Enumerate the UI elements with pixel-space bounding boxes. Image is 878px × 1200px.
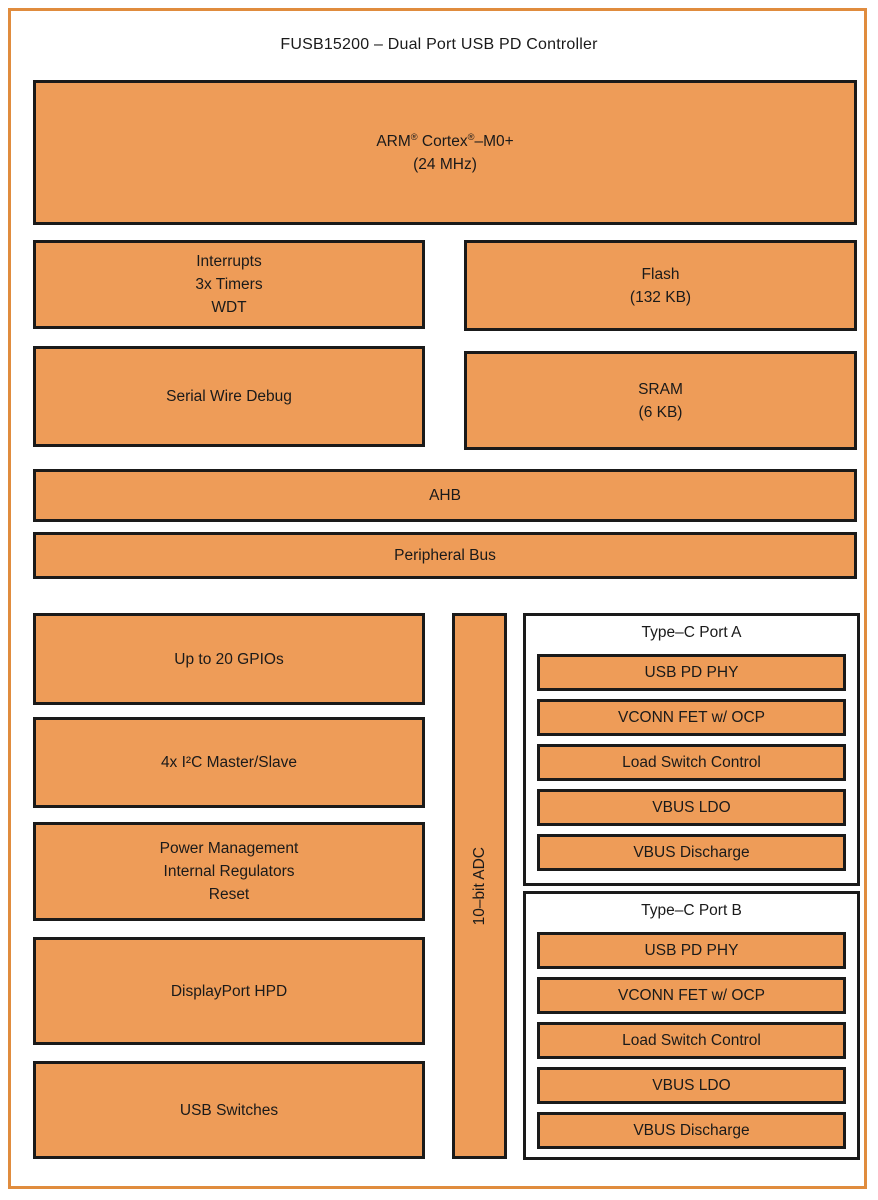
block-power-line3: Reset — [208, 886, 250, 903]
port-a-item-vbus-ldo: VBUS LDO — [537, 789, 846, 826]
block-usb-switches: USB Switches — [33, 1061, 425, 1159]
block-adc: 10–bit ADC — [452, 613, 507, 1159]
block-arm-line1: ARM® Cortex®–M0+ — [376, 131, 514, 150]
block-power-line2: Internal Regulators — [163, 863, 295, 880]
block-power-management: Power Management Internal Regulators Res… — [33, 822, 425, 921]
block-usb-switches-label: USB Switches — [179, 1101, 279, 1119]
port-a-item-vconn-fet: VCONN FET w/ OCP — [537, 699, 846, 736]
block-adc-label: 10–bit ADC — [471, 846, 488, 926]
block-interrupts-line2: 3x Timers — [195, 276, 263, 293]
port-b-item-vconn-fet: VCONN FET w/ OCP — [537, 977, 846, 1014]
port-b-title: Type–C Port B — [641, 902, 742, 919]
port-a-item-usb-pd-phy: USB PD PHY — [537, 654, 846, 691]
block-interrupts-timers-wdt: Interrupts 3x Timers WDT — [33, 240, 425, 329]
block-peripheral-bus: Peripheral Bus — [33, 532, 857, 579]
block-flash-line1: Flash — [641, 265, 680, 283]
block-swd-label: Serial Wire Debug — [166, 388, 292, 405]
block-i2c: 4x I²C Master/Slave — [33, 717, 425, 808]
port-b-item-vbus-discharge: VBUS Discharge — [537, 1112, 846, 1149]
diagram-border-frame — [8, 8, 867, 1189]
block-interrupts-line3: WDT — [211, 299, 247, 316]
port-b-item-load-switch: Load Switch Control — [537, 1022, 846, 1059]
block-interrupts-line1: Interrupts — [196, 253, 262, 270]
type-c-port-b-panel: Type–C Port B USB PD PHY VCONN FET w/ OC… — [523, 891, 860, 1160]
block-arm-line2: (24 MHz) — [413, 155, 477, 173]
port-b-item-vbus-ldo: VBUS LDO — [537, 1067, 846, 1104]
block-peripheral-bus-label: Peripheral Bus — [394, 547, 496, 564]
block-sram-line1: SRAM — [638, 380, 683, 398]
port-a-title: Type–C Port A — [641, 624, 742, 641]
block-power-line1: Power Management — [159, 840, 299, 857]
block-displayport-hpd: DisplayPort HPD — [33, 937, 425, 1045]
block-ahb: AHB — [33, 469, 857, 522]
block-sram: SRAM (6 KB) — [464, 351, 857, 450]
block-flash: Flash (132 KB) — [464, 240, 857, 331]
block-gpio-label: Up to 20 GPIOs — [174, 650, 284, 668]
block-flash-line2: (132 KB) — [629, 288, 692, 306]
block-gpio: Up to 20 GPIOs — [33, 613, 425, 705]
block-i2c-label: 4x I²C Master/Slave — [160, 754, 298, 771]
block-arm-cortex-m0: ARM® Cortex®–M0+ (24 MHz) — [33, 80, 857, 225]
block-serial-wire-debug: Serial Wire Debug — [33, 346, 425, 447]
block-sram-line2: (6 KB) — [638, 403, 683, 421]
port-b-item-usb-pd-phy: USB PD PHY — [537, 932, 846, 969]
port-a-item-vbus-discharge: VBUS Discharge — [537, 834, 846, 871]
block-ahb-label: AHB — [429, 487, 461, 504]
port-a-item-load-switch: Load Switch Control — [537, 744, 846, 781]
diagram-title: FUSB15200 – Dual Port USB PD Controller — [280, 36, 598, 53]
type-c-port-a-panel: Type–C Port A USB PD PHY VCONN FET w/ OC… — [523, 613, 860, 886]
block-displayport-label: DisplayPort HPD — [170, 982, 288, 1000]
